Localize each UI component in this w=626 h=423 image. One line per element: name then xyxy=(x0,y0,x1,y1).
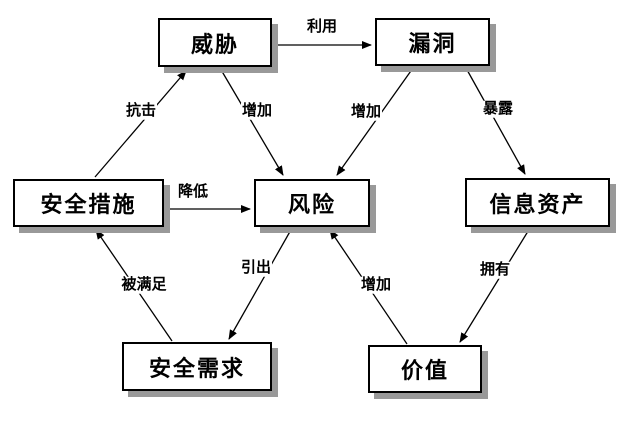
edge-label-resist: 抗击 xyxy=(124,101,158,120)
edge-label-satisfied: 被满足 xyxy=(120,275,168,294)
edge-increase-threat-line xyxy=(219,67,284,176)
node-threat: 威胁 xyxy=(158,18,272,67)
edge-derive-line xyxy=(228,227,293,340)
node-security-requirements: 安全需求 xyxy=(122,342,272,391)
edge-own-line xyxy=(459,227,531,343)
edge-resist-line xyxy=(94,70,187,178)
node-vulnerability: 漏洞 xyxy=(375,18,490,66)
edge-label-reduce: 降低 xyxy=(176,182,210,201)
edge-label-increase-vuln: 增加 xyxy=(349,102,383,121)
node-risk: 风险 xyxy=(254,179,370,227)
edge-label-increase-threat: 增加 xyxy=(240,101,274,120)
edge-label-expose: 暴露 xyxy=(481,99,515,118)
edge-increase-vuln-line xyxy=(336,67,414,176)
edge-label-own: 拥有 xyxy=(478,260,512,279)
edge-label-increase-value: 增加 xyxy=(359,275,393,294)
edge-label-derive: 引出 xyxy=(239,258,273,277)
node-value: 价值 xyxy=(368,345,482,393)
node-info-assets: 信息资产 xyxy=(465,178,610,227)
edge-label-exploit: 利用 xyxy=(305,17,339,36)
edge-expose-line xyxy=(465,67,526,175)
node-security-measures: 安全措施 xyxy=(13,179,164,227)
